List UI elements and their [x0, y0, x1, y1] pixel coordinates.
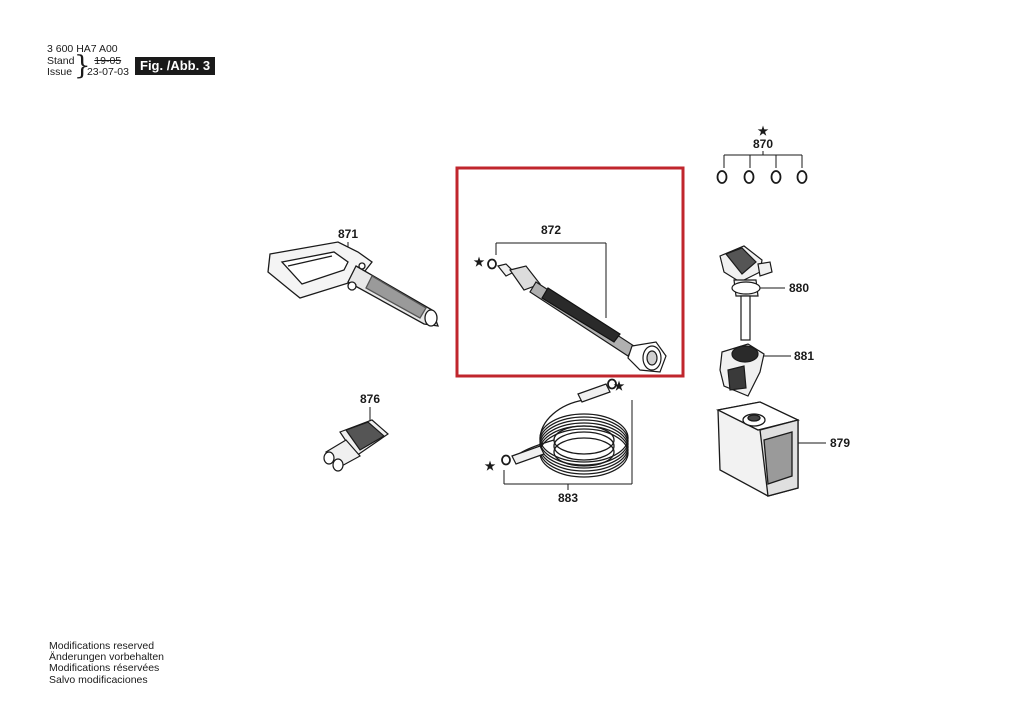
footer-line-fr: Modifications réservées [49, 662, 160, 675]
part-871-trigger-gun[interactable]: 871 [267, 227, 439, 327]
part-883-hose[interactable]: 883 ★ ★ [485, 378, 633, 505]
part-880-detergent-pickup[interactable]: 880 [719, 245, 809, 341]
part-label-880: 880 [789, 281, 809, 295]
star-icon-872: ★ [474, 255, 485, 269]
part-label-876: 876 [360, 392, 380, 406]
issue-row: Issue 23-07-03 [47, 66, 129, 78]
part-label-881: 881 [794, 349, 814, 363]
document-code: 3 600 HA7 A00 [47, 43, 118, 55]
part-879-detergent-tank[interactable]: 879 [715, 401, 850, 497]
star-icon: ★ [758, 124, 769, 138]
footer-line-en: Modifications reserved [49, 640, 155, 652]
star-icon-883b: ★ [614, 379, 625, 393]
issue-value: 23-07-03 [86, 66, 129, 78]
footer-line-es: Salvo modificaciones [49, 673, 148, 686]
highlight-frame [455, 166, 685, 378]
part-label-872: 872 [541, 223, 561, 237]
part-label-871: 871 [338, 227, 358, 241]
footer-line-de: Änderungen vorbehalten [49, 651, 165, 664]
part-label-879: 879 [830, 436, 850, 450]
stand-row: Stand 19-05 [47, 55, 121, 67]
brace-icon: } [74, 51, 91, 81]
part-881-cap[interactable]: 881 [719, 343, 814, 397]
figure-badge: Fig. /Abb. 3 [135, 57, 216, 75]
part-872-lance[interactable]: 872 ★ [474, 223, 667, 373]
part-label-883: 883 [558, 491, 578, 505]
modifications-notice: Modifications reserved Änderungen vorbeh… [49, 640, 165, 686]
part-876-nozzle[interactable]: 876 [323, 392, 389, 472]
issue-label: Issue [47, 66, 73, 78]
part-870-o-rings[interactable]: ★ 870 [716, 124, 808, 184]
star-icon-883a: ★ [485, 459, 496, 473]
part-label-870: 870 [753, 137, 773, 151]
stand-value: 19-05 [94, 55, 122, 67]
stand-label: Stand [47, 55, 75, 67]
